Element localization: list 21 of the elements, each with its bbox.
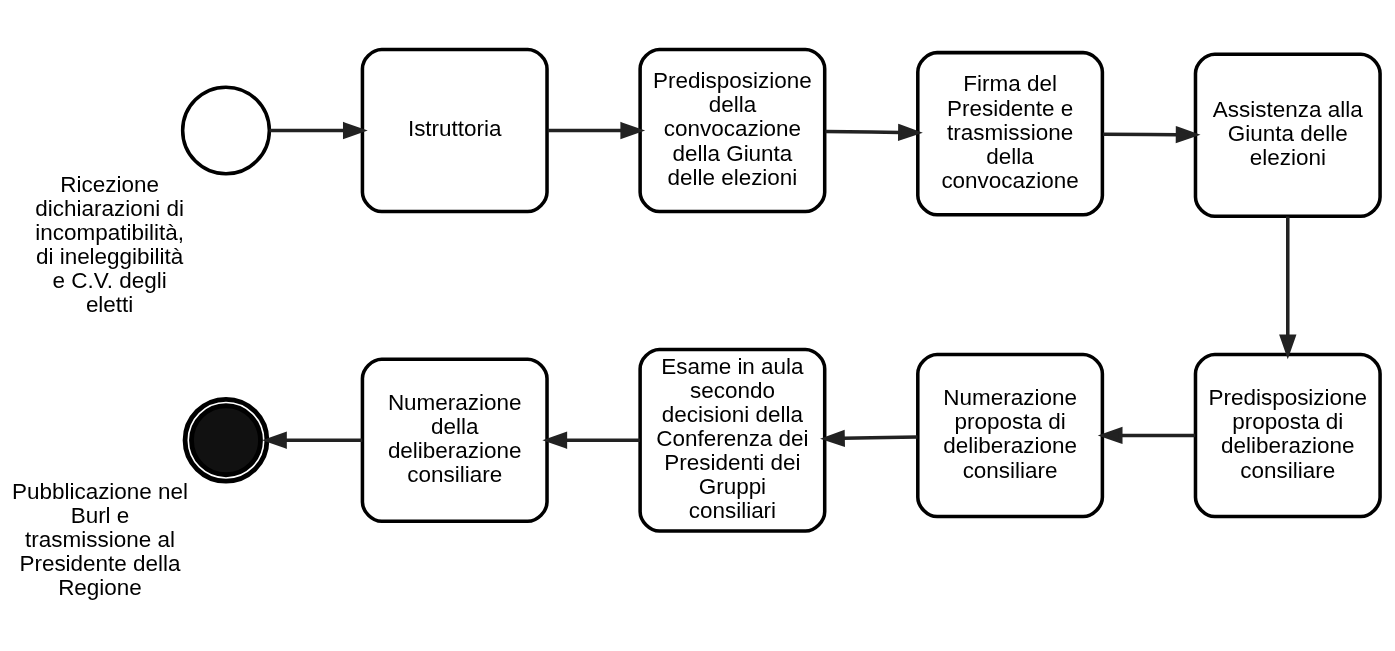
arrow — [269, 121, 368, 140]
arrow — [542, 431, 640, 449]
arrow — [1279, 216, 1297, 360]
node-box: Predisposizione proposta di deliberazione consiliare — [1193, 352, 1382, 519]
arrow — [547, 121, 646, 140]
node-box: Predisposizione della convocazione della Giunta delle elezioni — [638, 47, 827, 214]
arrow — [1103, 125, 1201, 144]
node-label: Ricezione dichiarazioni di incompatibilità, di ineleggibilità e C.V. degli eletti — [35, 171, 184, 318]
node-box: Firma del Presidente e trasmissione della convocazione — [916, 50, 1105, 217]
node-box: Numerazione della deliberazione consiliare — [360, 357, 549, 524]
node-box: Istruttoria — [360, 47, 549, 214]
node-label: Pubblicazione nel Burl e trasmissione al Presidente della Regione — [11, 479, 189, 601]
arrow — [825, 123, 923, 142]
arrow — [820, 429, 918, 447]
arrow — [262, 431, 363, 449]
node-box: Esame in aula secondo decisioni della Conferenza dei Presidenti dei Gruppi consiliari — [638, 347, 827, 533]
node-circle — [180, 85, 272, 176]
arrow — [1097, 426, 1196, 445]
node-box: Numerazione proposta di deliberazione consiliare — [916, 352, 1105, 519]
node-circle — [182, 396, 270, 484]
node-box: Assistenza alla Giunta delle elezioni — [1193, 52, 1382, 219]
